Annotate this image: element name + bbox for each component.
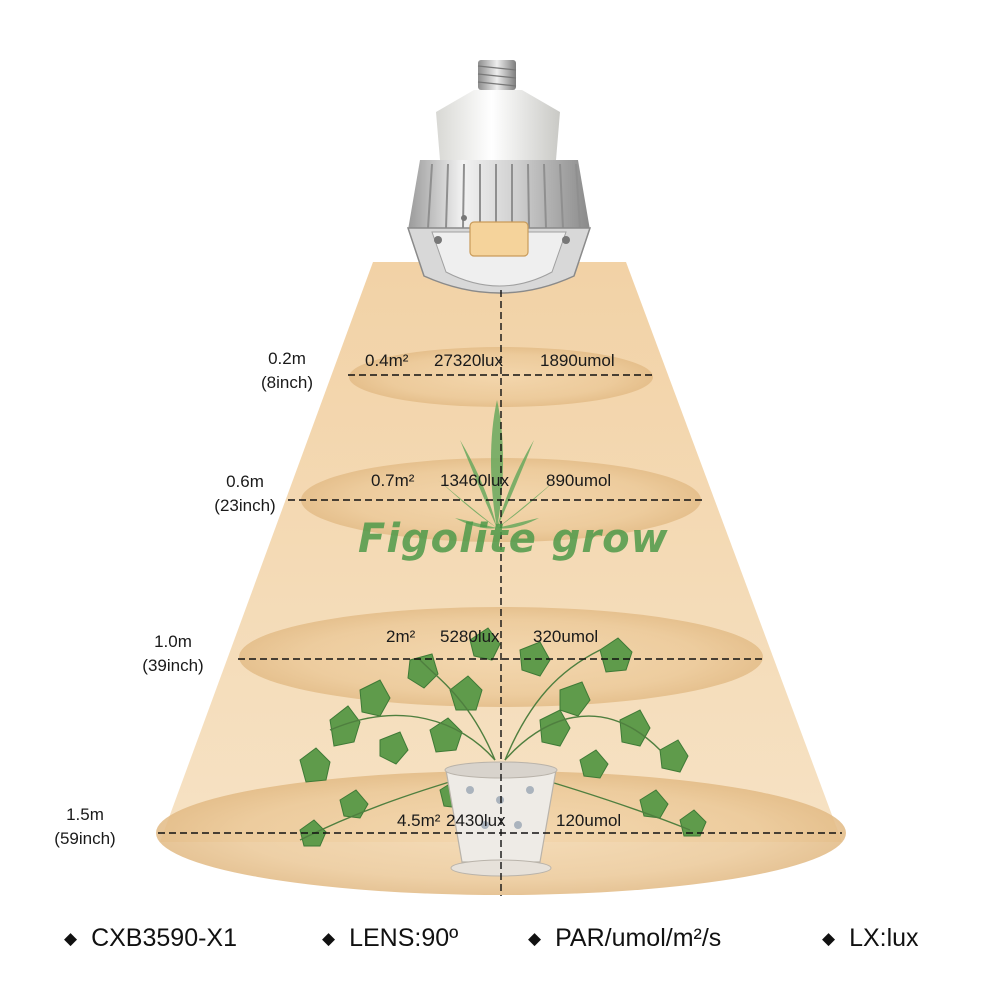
watermark-text: Figolite grow bbox=[358, 516, 669, 562]
level-1-lux: 27320lux bbox=[434, 351, 504, 370]
legend-item-1: ◆CXB3590-X1 bbox=[64, 924, 238, 952]
level-4-lux: 2430lux bbox=[446, 811, 506, 830]
legend-item-2: ◆LENS:90º bbox=[322, 924, 459, 952]
level-3-par: 320umol bbox=[533, 627, 599, 646]
cannabis-leaf-icon bbox=[438, 400, 556, 529]
legend-item-4: ◆LX:lux bbox=[822, 924, 919, 952]
diamond-bullet-icon: ◆ bbox=[322, 929, 336, 948]
level-2-lux: 13460lux bbox=[440, 471, 510, 490]
diamond-bullet-icon: ◆ bbox=[64, 929, 78, 948]
level-3-lux: 5280lux bbox=[440, 627, 500, 646]
distance-label-1: 0.2m(8inch) bbox=[261, 349, 313, 392]
plant-pot-icon bbox=[299, 627, 707, 877]
level-4-par: 120umol bbox=[556, 811, 622, 830]
lamp-icon bbox=[406, 60, 592, 294]
level-2-area: 0.7m² bbox=[371, 471, 415, 490]
legend-item-3: ◆PAR/umol/m²/s bbox=[528, 924, 722, 952]
diamond-bullet-icon: ◆ bbox=[822, 929, 836, 948]
level-1-area: 0.4m² bbox=[365, 351, 409, 370]
distance-label-3: 1.0m(39inch) bbox=[142, 632, 204, 675]
diamond-bullet-icon: ◆ bbox=[528, 929, 542, 948]
level-lines bbox=[158, 374, 842, 834]
level-4-area: 4.5m² bbox=[397, 811, 441, 830]
level-1-par: 1890umol bbox=[540, 351, 615, 370]
level-2-par: 890umol bbox=[546, 471, 612, 490]
distance-label-2: 0.6m(23inch) bbox=[214, 472, 276, 515]
distance-label-4: 1.5m(59inch) bbox=[54, 805, 116, 848]
level-3-area: 2m² bbox=[386, 627, 416, 646]
